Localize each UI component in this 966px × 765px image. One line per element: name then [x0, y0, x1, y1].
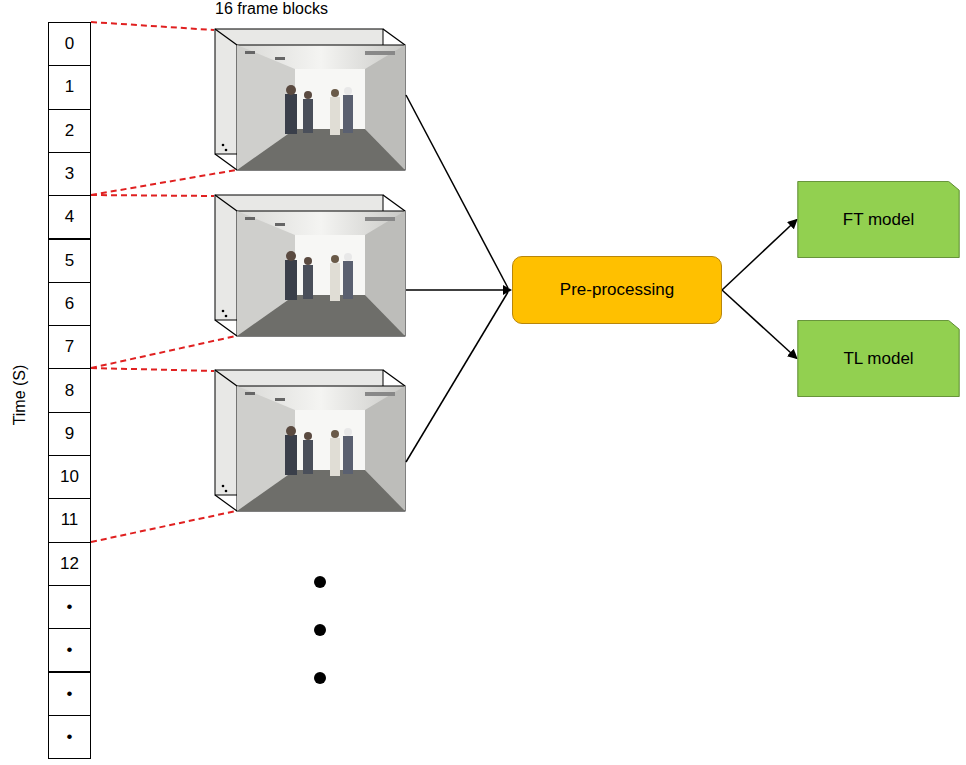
time-value: 12 — [60, 554, 79, 574]
time-step-box: 3 — [48, 152, 91, 196]
time-step-box: • — [48, 628, 91, 672]
time-step-box: 7 — [48, 325, 91, 369]
time-value: 2 — [65, 121, 74, 141]
time-step-box: 9 — [48, 412, 91, 456]
time-step-box: • — [48, 715, 91, 759]
time-step-box: • — [48, 672, 91, 716]
time-value: • — [67, 727, 73, 747]
time-step-box: 8 — [48, 368, 91, 412]
time-value: • — [67, 597, 73, 617]
arrow-connector — [722, 290, 797, 359]
time-value: 11 — [61, 510, 79, 530]
time-step-box: 2 — [48, 109, 91, 153]
time-step-box: 5 — [48, 239, 91, 283]
box-label: TL model — [843, 349, 913, 369]
box-label: FT model — [843, 210, 915, 230]
arrow-connector — [722, 220, 797, 291]
time-value: 7 — [65, 337, 74, 357]
time-value: 4 — [65, 207, 74, 227]
time-value: • — [67, 640, 73, 660]
time-step-box: 1 — [48, 65, 91, 109]
model-box: FT model — [797, 181, 960, 258]
time-step-box: • — [48, 585, 91, 629]
time-value: 3 — [65, 164, 74, 184]
box-label: Pre-processing — [560, 280, 674, 300]
time-value: 1 — [65, 77, 74, 97]
time-value: 5 — [65, 251, 74, 271]
time-step-box: 6 — [48, 282, 91, 326]
time-step-box: 10 — [48, 455, 91, 499]
time-value: 10 — [60, 467, 79, 487]
time-step-box: 12 — [48, 542, 91, 586]
time-step-box: 4 — [48, 195, 91, 239]
model-box: TL model — [797, 320, 960, 397]
time-value: • — [67, 684, 73, 704]
axis-label: Time (S) — [11, 365, 29, 426]
time-value: 6 — [65, 294, 74, 314]
time-value: 9 — [65, 424, 74, 444]
time-value: 0 — [65, 34, 74, 54]
time-value: 8 — [65, 381, 74, 401]
process-box: Pre-processing — [512, 256, 722, 324]
time-step-box: 11 — [48, 498, 91, 542]
caption-label: 16 frame blocks — [215, 0, 328, 18]
time-step-box: 0 — [48, 22, 91, 66]
